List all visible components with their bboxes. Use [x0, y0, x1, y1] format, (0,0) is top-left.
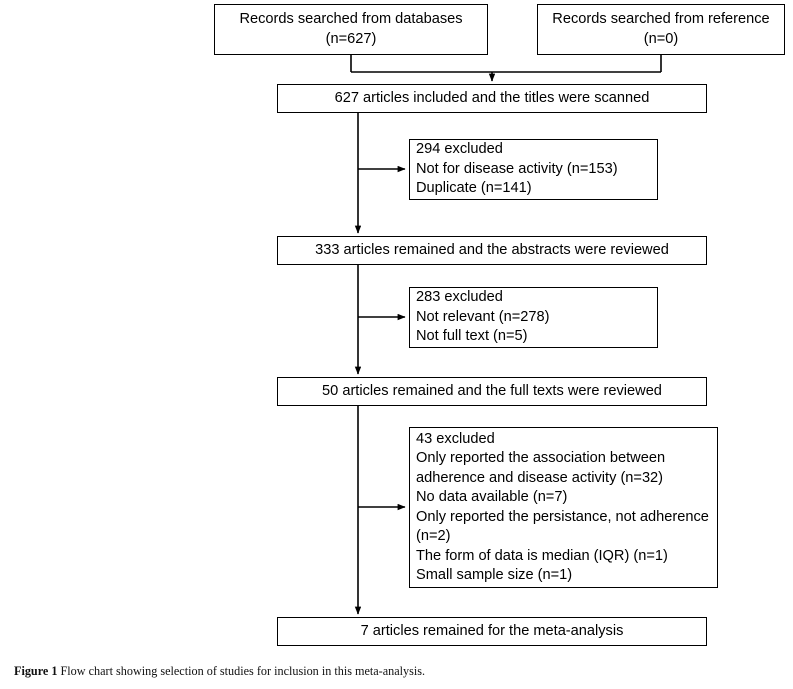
- figure-caption-label: Figure: [14, 664, 49, 678]
- node-titles-scanned-label: 627 articles included and the titles wer…: [334, 89, 650, 106]
- node-records-searched-reference-label: Records searched from reference (n=0): [552, 11, 770, 47]
- node-abstracts-reviewed-label: 333 articles remained and the abstracts …: [315, 241, 669, 258]
- node-abstracts-reviewed: 333 articles remained and the abstracts …: [277, 236, 707, 265]
- node-excluded-after-abstracts: 283 excluded Not relevant (n=278) Not fu…: [409, 287, 658, 348]
- node-excluded-after-titles: 294 excluded Not for disease activity (n…: [409, 139, 658, 200]
- node-fulltexts-reviewed-label: 50 articles remained and the full texts …: [322, 382, 662, 399]
- node-records-searched-reference: Records searched from reference (n=0): [537, 4, 785, 55]
- figure-caption-number: 1: [51, 664, 58, 678]
- node-records-searched-databases-label: Records searched from databases (n=627): [239, 11, 463, 47]
- node-titles-scanned: 627 articles included and the titles wer…: [277, 84, 707, 113]
- node-excluded-after-abstracts-label: 283 excluded Not relevant (n=278) Not fu…: [416, 289, 550, 345]
- node-fulltexts-reviewed: 50 articles remained and the full texts …: [277, 377, 707, 406]
- figure-caption: Figure 1 Flow chart showing selection of…: [14, 664, 774, 679]
- node-excluded-after-fulltext-label: 43 excluded Only reported the associatio…: [416, 430, 709, 584]
- node-excluded-after-titles-label: 294 excluded Not for disease activity (n…: [416, 141, 618, 197]
- node-records-searched-databases: Records searched from databases (n=627): [214, 4, 488, 55]
- node-included-meta-analysis-label: 7 articles remained for the meta-analysi…: [360, 622, 624, 639]
- node-excluded-after-fulltext: 43 excluded Only reported the associatio…: [409, 427, 718, 588]
- node-included-meta-analysis: 7 articles remained for the meta-analysi…: [277, 617, 707, 646]
- figure-caption-text: Flow chart showing selection of studies …: [60, 664, 426, 678]
